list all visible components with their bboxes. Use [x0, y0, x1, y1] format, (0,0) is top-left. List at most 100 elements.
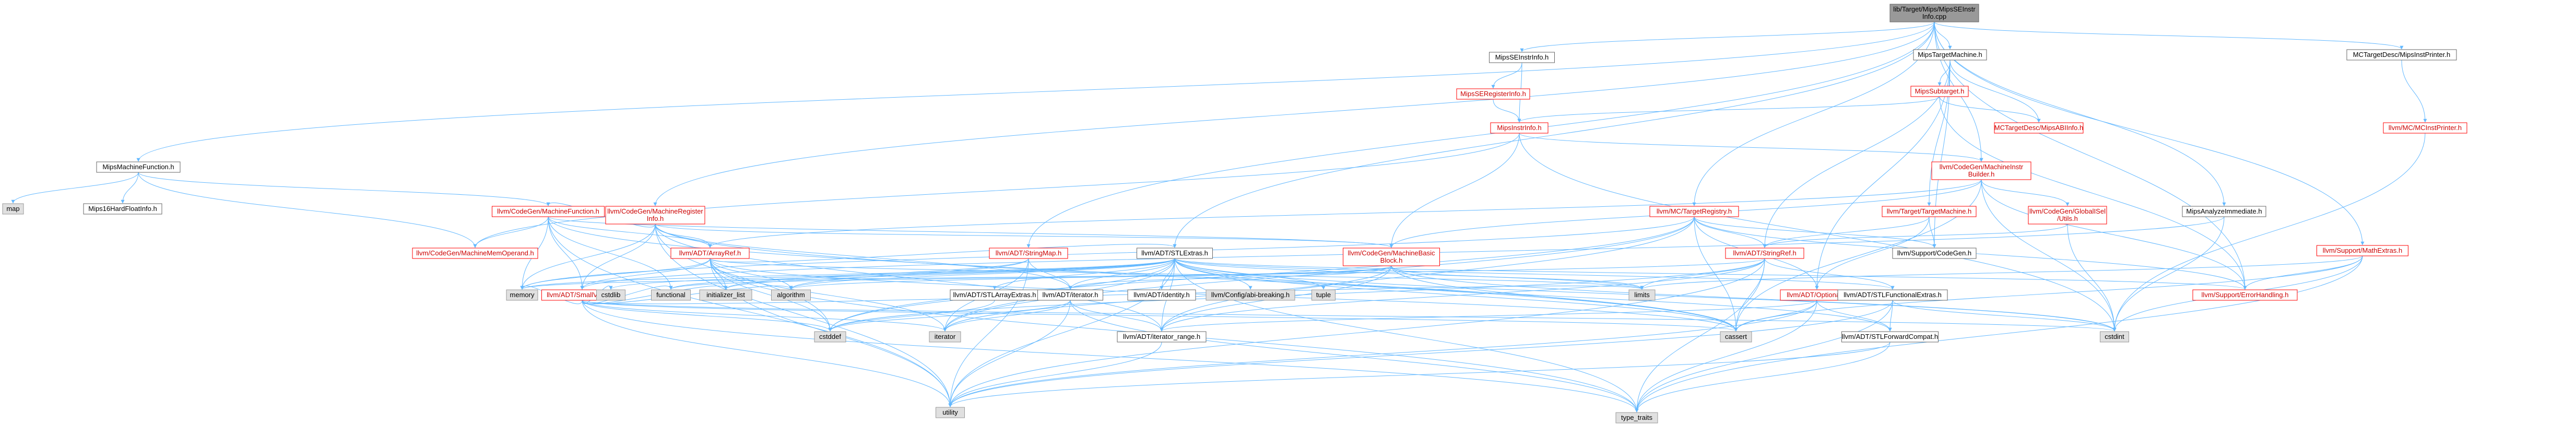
node-label: lib/Target/Mips/MipsSEInstr [1893, 5, 1976, 13]
edge-smallvector_h-to-iterator [582, 300, 947, 332]
edge-root-to-mipsinstprinter_h [1934, 21, 2404, 50]
graph-node-mcinstprinter-h[interactable]: llvm/MC/MCInstPrinter.h [2383, 122, 2467, 134]
graph-node-identity-h[interactable]: llvm/ADT/identity.h [1127, 289, 1196, 301]
graph-node-targetregistry-h[interactable]: llvm/MC/TargetRegistry.h [1649, 206, 1739, 217]
graph-node-stlarrayextras-h[interactable]: llvm/ADT/STLArrayExtras.h [950, 289, 1039, 301]
edge-machineinstrbuilder_h-to-arrayref_h [708, 179, 1982, 248]
node-label: algorithm [777, 291, 805, 299]
edge-machineregisterinfo_h-to-memory [520, 224, 656, 290]
graph-node-cstddef: cstddef [814, 331, 846, 343]
node-label: llvm/Target/TargetMachine.h [1887, 207, 1972, 215]
graph-node-globalisel-utils-h[interactable]: llvm/CodeGen/GlobalISel/Utils.h [2028, 206, 2107, 225]
graph-node-utility: utility [936, 407, 965, 418]
node-label: MipsMachineFunction.h [102, 163, 174, 171]
node-box [1841, 331, 1939, 343]
node-label: llvm/ADT/StringMap.h [996, 249, 1061, 257]
edge-mipsseinstrinfo_h-to-mipsseregisterinfo_h [1491, 62, 1522, 89]
node-box [1206, 289, 1295, 301]
node-box [1137, 248, 1213, 259]
node-box [596, 289, 625, 301]
graph-node-adt-iterator-h[interactable]: llvm/ADT/iterator.h [1037, 289, 1103, 301]
node-box [2317, 245, 2408, 256]
node-box [1490, 122, 1549, 134]
edge-adt_iterator_h-to-cstddef [828, 300, 1071, 332]
node-label: llvm/CodeGen/MachineMemOperand.h [416, 249, 534, 257]
graph-node-root[interactable]: lib/Target/Mips/MipsSEInstrInfo.cpp [1889, 4, 1979, 22]
node-label: llvm/MC/TargetRegistry.h [1657, 207, 1732, 215]
node-box [936, 407, 965, 418]
edge-stlfunctionalextras_h-to-type_traits [1635, 300, 1893, 413]
node-box [1913, 49, 1987, 61]
node-label: functional [656, 291, 686, 299]
graph-node-stlextras-h[interactable]: llvm/ADT/STLExtras.h [1137, 248, 1213, 259]
node-box [605, 206, 705, 225]
edge-iterator_range_h-to-utility [948, 342, 1162, 407]
graph-node-mipsinstprinter-h[interactable]: MCTargetDesc/MipsInstPrinter.h [2346, 49, 2457, 61]
node-box [814, 331, 846, 343]
edge-adt_iterator_h-to-iterator_range_h [1070, 300, 1164, 332]
graph-node-mipsabiinfo-h[interactable]: MCTargetDesc/MipsABIInfo.h [1994, 122, 2084, 134]
graph-node-mipstargetmachine-h[interactable]: MipsTargetMachine.h [1913, 49, 1987, 61]
node-label: llvm/ADT/STLForwardCompat.h [1842, 333, 1938, 340]
node-label: llvm/ADT/Optional.h [1787, 291, 1847, 299]
graph-node-targetmachine-h[interactable]: llvm/Target/TargetMachine.h [1882, 206, 1977, 217]
graph-node-mipsanalyzeimmediate-h[interactable]: MipsAnalyzeImmediate.h [2182, 206, 2266, 217]
graph-node-mathextras-h[interactable]: llvm/Support/MathExtras.h [2317, 245, 2408, 256]
graph-node-mipsmachinefunction-h[interactable]: MipsMachineFunction.h [96, 161, 181, 173]
edge-targetmachine_h-to-optional_h [1815, 216, 1930, 290]
edge-stringref_h-to-limits [1640, 258, 1765, 290]
edge-smallvector_h-to-utility [582, 300, 952, 407]
edge-mipstargetmachine_h-to-mipsabiinfo_h [1949, 60, 2041, 123]
graph-node-errorhandling-h[interactable]: llvm/Support/ErrorHandling.h [2192, 289, 2298, 301]
graph-node-mips16hardfloatinfo-h[interactable]: Mips16HardFloatInfo.h [83, 203, 162, 215]
graph-node-mipsinstrinfo-h[interactable]: MipsInstrInfo.h [1490, 122, 1549, 134]
graph-node-stlforwardcompat-h[interactable]: llvm/ADT/STLForwardCompat.h [1841, 331, 1939, 343]
node-label: tuple [1316, 291, 1331, 299]
edge-root-to-mipsmachinefunction_h [136, 21, 1935, 162]
node-label: MipsSubtarget.h [1915, 87, 1965, 95]
node-box [2182, 206, 2266, 217]
edge-targetregistry_h-to-iterator_range_h [1160, 216, 1695, 332]
graph-node-mipssubtarget-h[interactable]: MipsSubtarget.h [1910, 86, 1969, 97]
graph-node-optional-h[interactable]: llvm/ADT/Optional.h [1780, 289, 1854, 301]
node-box [492, 206, 605, 217]
edge-stringref_h-to-utility [948, 258, 1765, 407]
node-box [1882, 206, 1977, 217]
graph-node-mipsseregisterinfo-h[interactable]: MipsSERegisterInfo.h [1456, 88, 1530, 100]
edge-machinebasicblock_h-to-functional [669, 265, 1392, 290]
edge-machinefunction_h-to-utility [548, 216, 952, 407]
node-box [2346, 49, 2457, 61]
edge-smallvector_h-to-limits [582, 286, 1644, 304]
node-label: MipsInstrInfo.h [1497, 124, 1541, 132]
graph-node-mipsseinstrinfo-h[interactable]: MipsSEInstrInfo.h [1489, 52, 1555, 63]
edge-stringref_h-to-type_traits [1635, 258, 1765, 413]
graph-node-stringmap-h[interactable]: llvm/ADT/StringMap.h [989, 248, 1068, 259]
nodes-layer: lib/Target/Mips/MipsSEInstrInfo.cppMipsS… [2, 4, 2467, 424]
edge-machinefunction_h-to-arrayref_h [548, 216, 712, 248]
graph-node-iterator-range-h[interactable]: llvm/ADT/iterator_range.h [1117, 331, 1207, 343]
edge-stringmap_h-to-utility [948, 258, 1029, 407]
graph-node-machinememoperand-h[interactable]: llvm/CodeGen/MachineMemOperand.h [412, 248, 538, 259]
edge-machinefunction_h-to-machinebasicblock_h [548, 216, 1393, 248]
graph-node-arrayref-h[interactable]: llvm/ADT/ArrayRef.h [670, 248, 750, 259]
graph-node-machinefunction-h[interactable]: llvm/CodeGen/MachineFunction.h [492, 206, 605, 217]
edge-smallvector_h-to-functional [582, 286, 673, 304]
edge-mipsmachinefunction_h-to-map [11, 172, 139, 204]
graph-node-cstdint: cstdint [2100, 331, 2129, 343]
graph-node-stlfunctionalextras-h[interactable]: llvm/ADT/STLFunctionalExtras.h [1837, 289, 1948, 301]
graph-node-stringref-h[interactable]: llvm/ADT/StringRef.h [1725, 248, 1804, 259]
node-box [96, 161, 181, 173]
node-box [2, 203, 24, 215]
graph-node-codegen-h[interactable]: llvm/Support/CodeGen.h [1892, 248, 1977, 259]
edge-arrayref_h-to-stlextras_h [710, 244, 1177, 263]
edge-smallvector_h-to-cassert [582, 300, 1738, 332]
edge-mipsinstrinfo_h-to-machinememoperand_h [473, 133, 1520, 248]
node-label: cstdint [2105, 333, 2124, 340]
graph-node-functional: functional [651, 289, 691, 301]
edge-machinebasicblock_h-to-adt_iterator_h [1068, 265, 1392, 290]
node-label: llvm/CodeGen/GlobalISel [2029, 207, 2106, 215]
